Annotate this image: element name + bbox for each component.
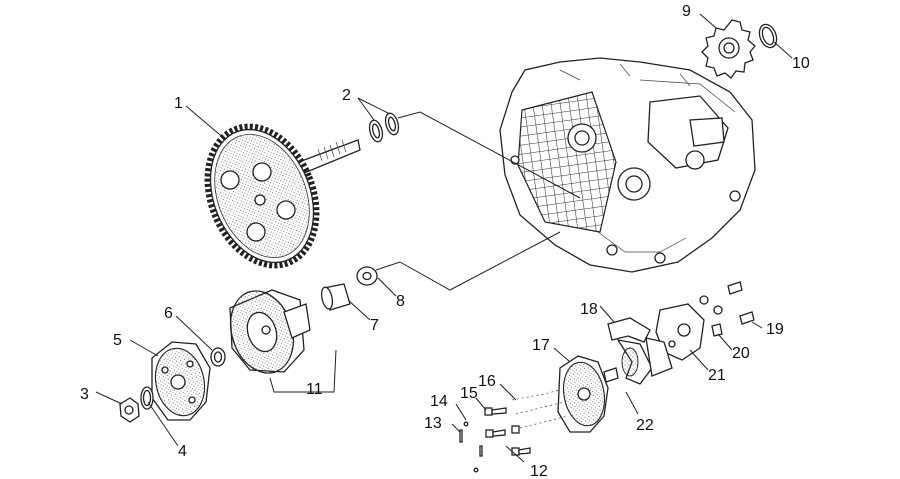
part-5-clutch-carrier (151, 341, 211, 421)
part-18-clutch-shoe (607, 317, 653, 385)
callout-18: 18 (580, 301, 598, 318)
part-16-springs (511, 389, 569, 429)
callout-15: 15 (460, 385, 478, 402)
part-10-circlip (758, 23, 778, 49)
part-19-20-screws (699, 281, 755, 337)
callout-7: 7 (370, 317, 379, 334)
part-13-14-pins (459, 421, 483, 473)
leader-lines (95, 13, 793, 463)
callout-22: 22 (636, 417, 654, 434)
callout-6: 6 (164, 305, 173, 322)
callout-2: 2 (342, 87, 351, 104)
callout-5: 5 (113, 332, 122, 349)
part-11-clutch-bell (229, 289, 311, 374)
callout-8: 8 (396, 293, 405, 310)
callout-13: 13 (424, 415, 442, 432)
callout-4: 4 (178, 443, 187, 460)
callout-10: 10 (792, 55, 810, 72)
callout-9: 9 (682, 3, 691, 20)
callout-16: 16 (478, 373, 496, 390)
callout-1: 1 (174, 95, 183, 112)
crankcase (499, 57, 756, 273)
callout-12: 12 (530, 463, 548, 479)
callout-3: 3 (80, 386, 89, 403)
part-4-ring (140, 386, 154, 410)
part-2-washers (368, 112, 400, 143)
callout-19: 19 (766, 321, 784, 338)
part-8-washer (356, 266, 378, 286)
part-1-gear-shaft (204, 123, 361, 269)
part-21-clutch-shoe (645, 303, 705, 377)
part-17-plate (557, 355, 619, 433)
part-7-bushing (320, 283, 351, 311)
part-3-nut (119, 397, 140, 423)
part-6-washer (210, 347, 226, 367)
callout-labels: 1 2 3 4 5 6 7 8 9 10 11 12 13 14 15 16 1… (80, 3, 810, 479)
part-9-sprocket (701, 19, 756, 79)
callout-11: 11 (306, 381, 323, 398)
callout-21: 21 (708, 367, 726, 384)
callout-20: 20 (732, 345, 750, 362)
callout-17: 17 (532, 337, 550, 354)
callout-14: 14 (430, 393, 448, 410)
